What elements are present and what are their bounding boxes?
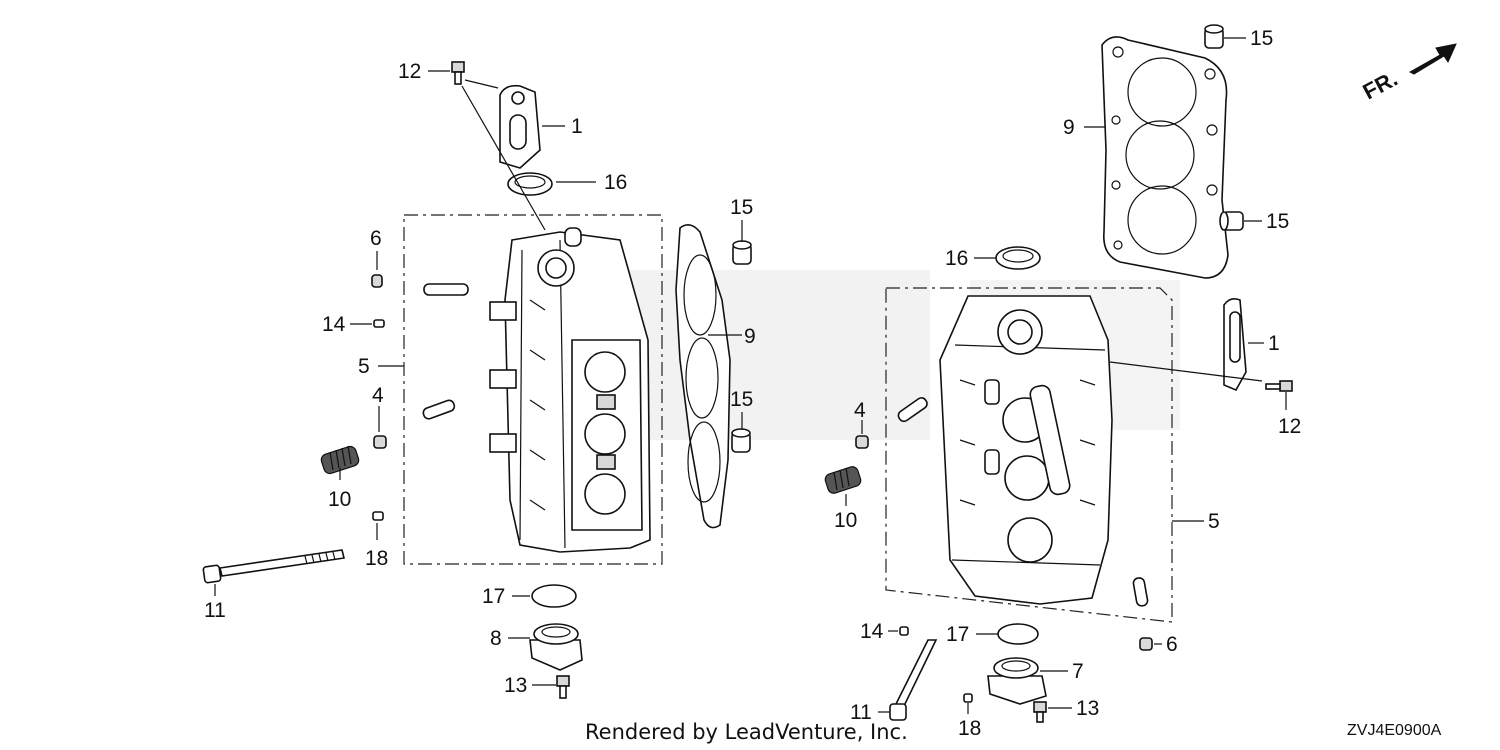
- callout-10: 10: [328, 488, 351, 511]
- footer-credit: Rendered by LeadVenture, Inc.: [585, 720, 908, 744]
- callout-17: 17: [482, 585, 505, 608]
- left-bolt-13[interactable]: [556, 675, 570, 699]
- callout-4: 4: [854, 399, 866, 422]
- callout-15: 15: [1250, 27, 1273, 50]
- callout-10: 10: [834, 509, 857, 532]
- right-water-outlet-7[interactable]: [987, 657, 1047, 705]
- left-pin-14[interactable]: [373, 319, 385, 328]
- callout-1: 1: [571, 115, 583, 138]
- left-nut-4[interactable]: [373, 435, 387, 449]
- right-pin-18[interactable]: [963, 693, 973, 703]
- dowel-pin[interactable]: [896, 396, 929, 423]
- right-pin-14[interactable]: [899, 626, 909, 636]
- right-nut-4[interactable]: [855, 435, 869, 449]
- left-spring-10[interactable]: [320, 445, 360, 475]
- middle-dowel-lower[interactable]: [731, 428, 751, 453]
- diagram-code: ZVJ4E0900A: [1347, 722, 1442, 739]
- left-water-outlet-8[interactable]: [529, 623, 583, 671]
- callout-18: 18: [958, 717, 981, 740]
- right-seal[interactable]: [995, 246, 1041, 270]
- callout-4: 4: [372, 384, 384, 407]
- left-bracket[interactable]: [499, 84, 541, 169]
- right-bracket[interactable]: [1223, 298, 1247, 392]
- callout-8: 8: [490, 627, 502, 650]
- callout-14: 14: [860, 620, 884, 643]
- watermark-block: [600, 270, 930, 440]
- callout-12: 12: [398, 60, 421, 83]
- callout-13: 13: [1076, 697, 1099, 720]
- right-dowel-upper[interactable]: [1204, 24, 1224, 49]
- callout-7: 7: [1072, 660, 1084, 683]
- left-leaders: [214, 70, 743, 686]
- callout-6: 6: [370, 227, 382, 250]
- callout-9: 9: [1063, 116, 1075, 139]
- left-long-bolt[interactable]: [202, 549, 345, 584]
- dowel-pin[interactable]: [423, 283, 469, 296]
- callout-18: 18: [365, 547, 388, 570]
- dowel-pin[interactable]: [422, 399, 456, 420]
- middle-dowel-upper[interactable]: [732, 240, 752, 265]
- left-o-ring[interactable]: [531, 584, 577, 608]
- right-dowel-lower[interactable]: [1219, 211, 1244, 231]
- left-cylinder-head[interactable]: [489, 227, 651, 553]
- right-head-assembly-box: [885, 287, 1173, 623]
- right-spring-10[interactable]: [824, 465, 863, 495]
- right-bolt-13[interactable]: [1033, 701, 1047, 723]
- callout-16: 16: [604, 171, 627, 194]
- left-pin-18[interactable]: [372, 511, 384, 521]
- callout-12: 12: [1278, 415, 1301, 438]
- callout-15: 15: [730, 196, 753, 219]
- callout-15: 15: [1266, 210, 1289, 233]
- right-dowel-6[interactable]: [1139, 637, 1153, 651]
- callout-15: 15: [730, 388, 753, 411]
- right-long-bolt[interactable]: [889, 639, 938, 721]
- front-label: FR.: [1359, 66, 1402, 105]
- left-dowel-6[interactable]: [371, 274, 383, 288]
- callout-11: 11: [850, 701, 872, 724]
- left-head-assembly-box: [403, 214, 663, 565]
- callout-5: 5: [1208, 510, 1220, 533]
- callout-5: 5: [358, 355, 370, 378]
- right-cylinder-head[interactable]: [939, 295, 1113, 605]
- callout-13: 13: [504, 674, 527, 697]
- callout-16: 16: [945, 247, 968, 270]
- front-direction-arrow: FR.: [1359, 43, 1457, 105]
- left-seal[interactable]: [507, 172, 553, 196]
- right-head-gasket[interactable]: [1101, 36, 1229, 279]
- callout-11: 11: [204, 599, 226, 622]
- right-o-ring[interactable]: [997, 623, 1039, 645]
- callout-17: 17: [946, 623, 969, 646]
- callout-9: 9: [744, 325, 756, 348]
- callout-6: 6: [1166, 633, 1178, 656]
- right-leaders: [845, 257, 1287, 714]
- callout-1: 1: [1268, 332, 1280, 355]
- left-bracket-bolt[interactable]: [451, 61, 465, 85]
- callout-14: 14: [322, 313, 346, 336]
- right-bracket-bolt[interactable]: [1265, 380, 1293, 392]
- dowel-pin[interactable]: [1132, 577, 1149, 607]
- middle-head-gasket[interactable]: [675, 224, 731, 529]
